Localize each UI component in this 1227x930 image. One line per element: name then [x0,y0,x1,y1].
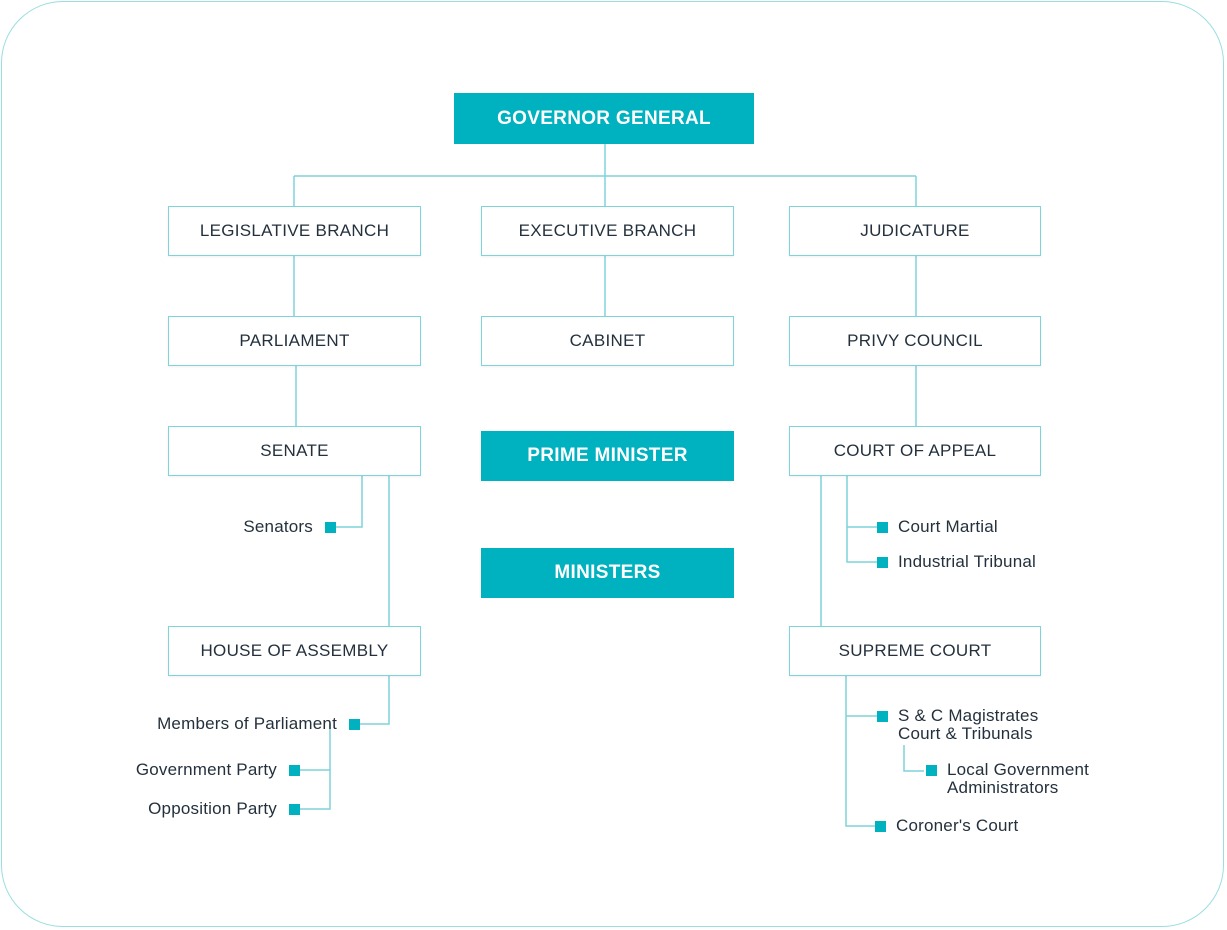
parliament-box[interactable]: PARLIAMENT [168,316,421,366]
senators-marker [325,521,336,533]
opposition-party-item: Opposition Party [80,799,300,819]
prime-minister-box[interactable]: PRIME MINISTER [481,431,734,481]
supreme-court-box[interactable]: SUPREME COURT [789,626,1041,676]
senators-label: Senators [243,517,313,536]
coroners-court-item: Coroner's Court [875,816,1018,836]
senate-box[interactable]: SENATE [168,426,421,476]
industrial-tribunal-label: Industrial Tribunal [898,552,1036,571]
industrial-tribunal-marker [877,556,888,568]
members-of-parliament-item: Members of Parliament [90,714,360,734]
local-government-item: Local Government Administrators [926,761,1089,797]
privy-council-box[interactable]: PRIVY COUNCIL [789,316,1041,366]
connector-parties [300,769,331,810]
connector-supreme-coroner [845,676,875,827]
legislative-branch-box[interactable]: LEGISLATIVE BRANCH [168,206,421,256]
connector-magistrates-local [903,745,924,772]
opposition-party-label: Opposition Party [148,799,277,818]
court-martial-item: Court Martial [877,517,998,537]
connector-appeal-tribunals [846,476,877,563]
cabinet-box[interactable]: CABINET [481,316,734,366]
connector-senate-senators [336,476,363,528]
executive-branch-box[interactable]: EXECUTIVE BRANCH [481,206,734,256]
judicature-box[interactable]: JUDICATURE [789,206,1041,256]
governor-general-box[interactable]: GOVERNOR GENERAL [454,93,754,144]
magistrates-label: S & C Magistrates Court & Tribunals [898,706,1039,743]
government-party-marker [289,764,300,776]
coroners-court-marker [875,820,886,832]
members-of-parliament-marker [349,718,360,730]
coroners-court-label: Coroner's Court [896,816,1019,835]
court-of-appeal-box[interactable]: COURT OF APPEAL [789,426,1041,476]
house-of-assembly-box[interactable]: HOUSE OF ASSEMBLY [168,626,421,676]
court-martial-label: Court Martial [898,517,998,536]
local-government-label: Local Government Administrators [947,760,1090,797]
government-party-label: Government Party [135,760,277,779]
members-of-parliament-label: Members of Parliament [157,714,337,733]
industrial-tribunal-item: Industrial Tribunal [877,552,1036,572]
court-martial-marker [877,521,888,533]
government-party-item: Government Party [80,760,300,780]
magistrates-marker [877,711,888,722]
local-government-marker [926,765,937,776]
magistrates-item: S & C Magistrates Court & Tribunals [877,707,1038,743]
senators-item: Senators [180,517,336,537]
ministers-box[interactable]: MINISTERS [481,548,734,598]
connector-house-members [360,676,390,725]
opposition-party-marker [289,803,300,815]
